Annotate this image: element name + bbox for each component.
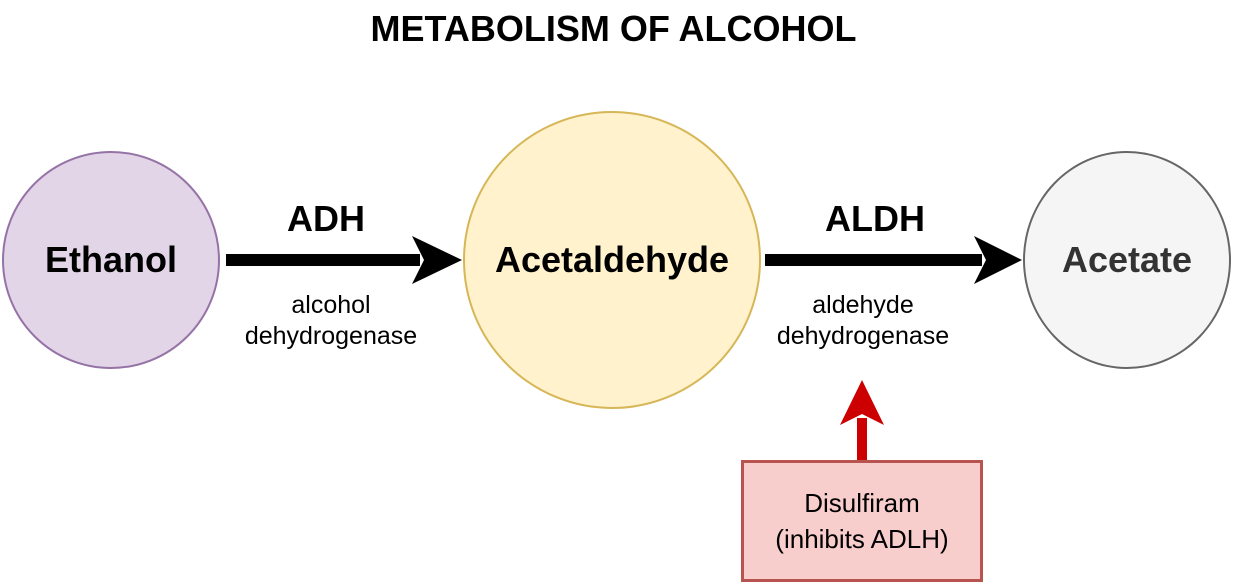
disulfiram-box: Disulfiram (inhibits ADLH) — [741, 460, 983, 582]
acetaldehyde-node: Acetaldehyde — [463, 111, 761, 409]
acetate-node: Acetate — [1023, 151, 1231, 369]
disulfiram-label: Disulfiram — [804, 488, 920, 518]
diagram-title: METABOLISM OF ALCOHOL — [370, 8, 857, 49]
disulfiram-note: (inhibits ADLH) — [775, 524, 949, 554]
acetaldehyde-label: Acetaldehyde — [494, 239, 730, 280]
adh-label: ADH — [287, 198, 365, 239]
adh-full-name: alcohol dehydrogenase — [244, 291, 418, 350]
aldh-arrow — [765, 236, 1022, 284]
ethanol-label: Ethanol — [45, 239, 177, 280]
adh-arrow — [226, 236, 462, 284]
inhibition-arrow — [840, 380, 884, 460]
ethanol-node: Ethanol — [2, 151, 220, 369]
aldh-full-name: aldehyde dehydrogenase — [776, 291, 950, 350]
aldh-label: ALDH — [825, 198, 925, 239]
acetate-label: Acetate — [1061, 239, 1193, 280]
